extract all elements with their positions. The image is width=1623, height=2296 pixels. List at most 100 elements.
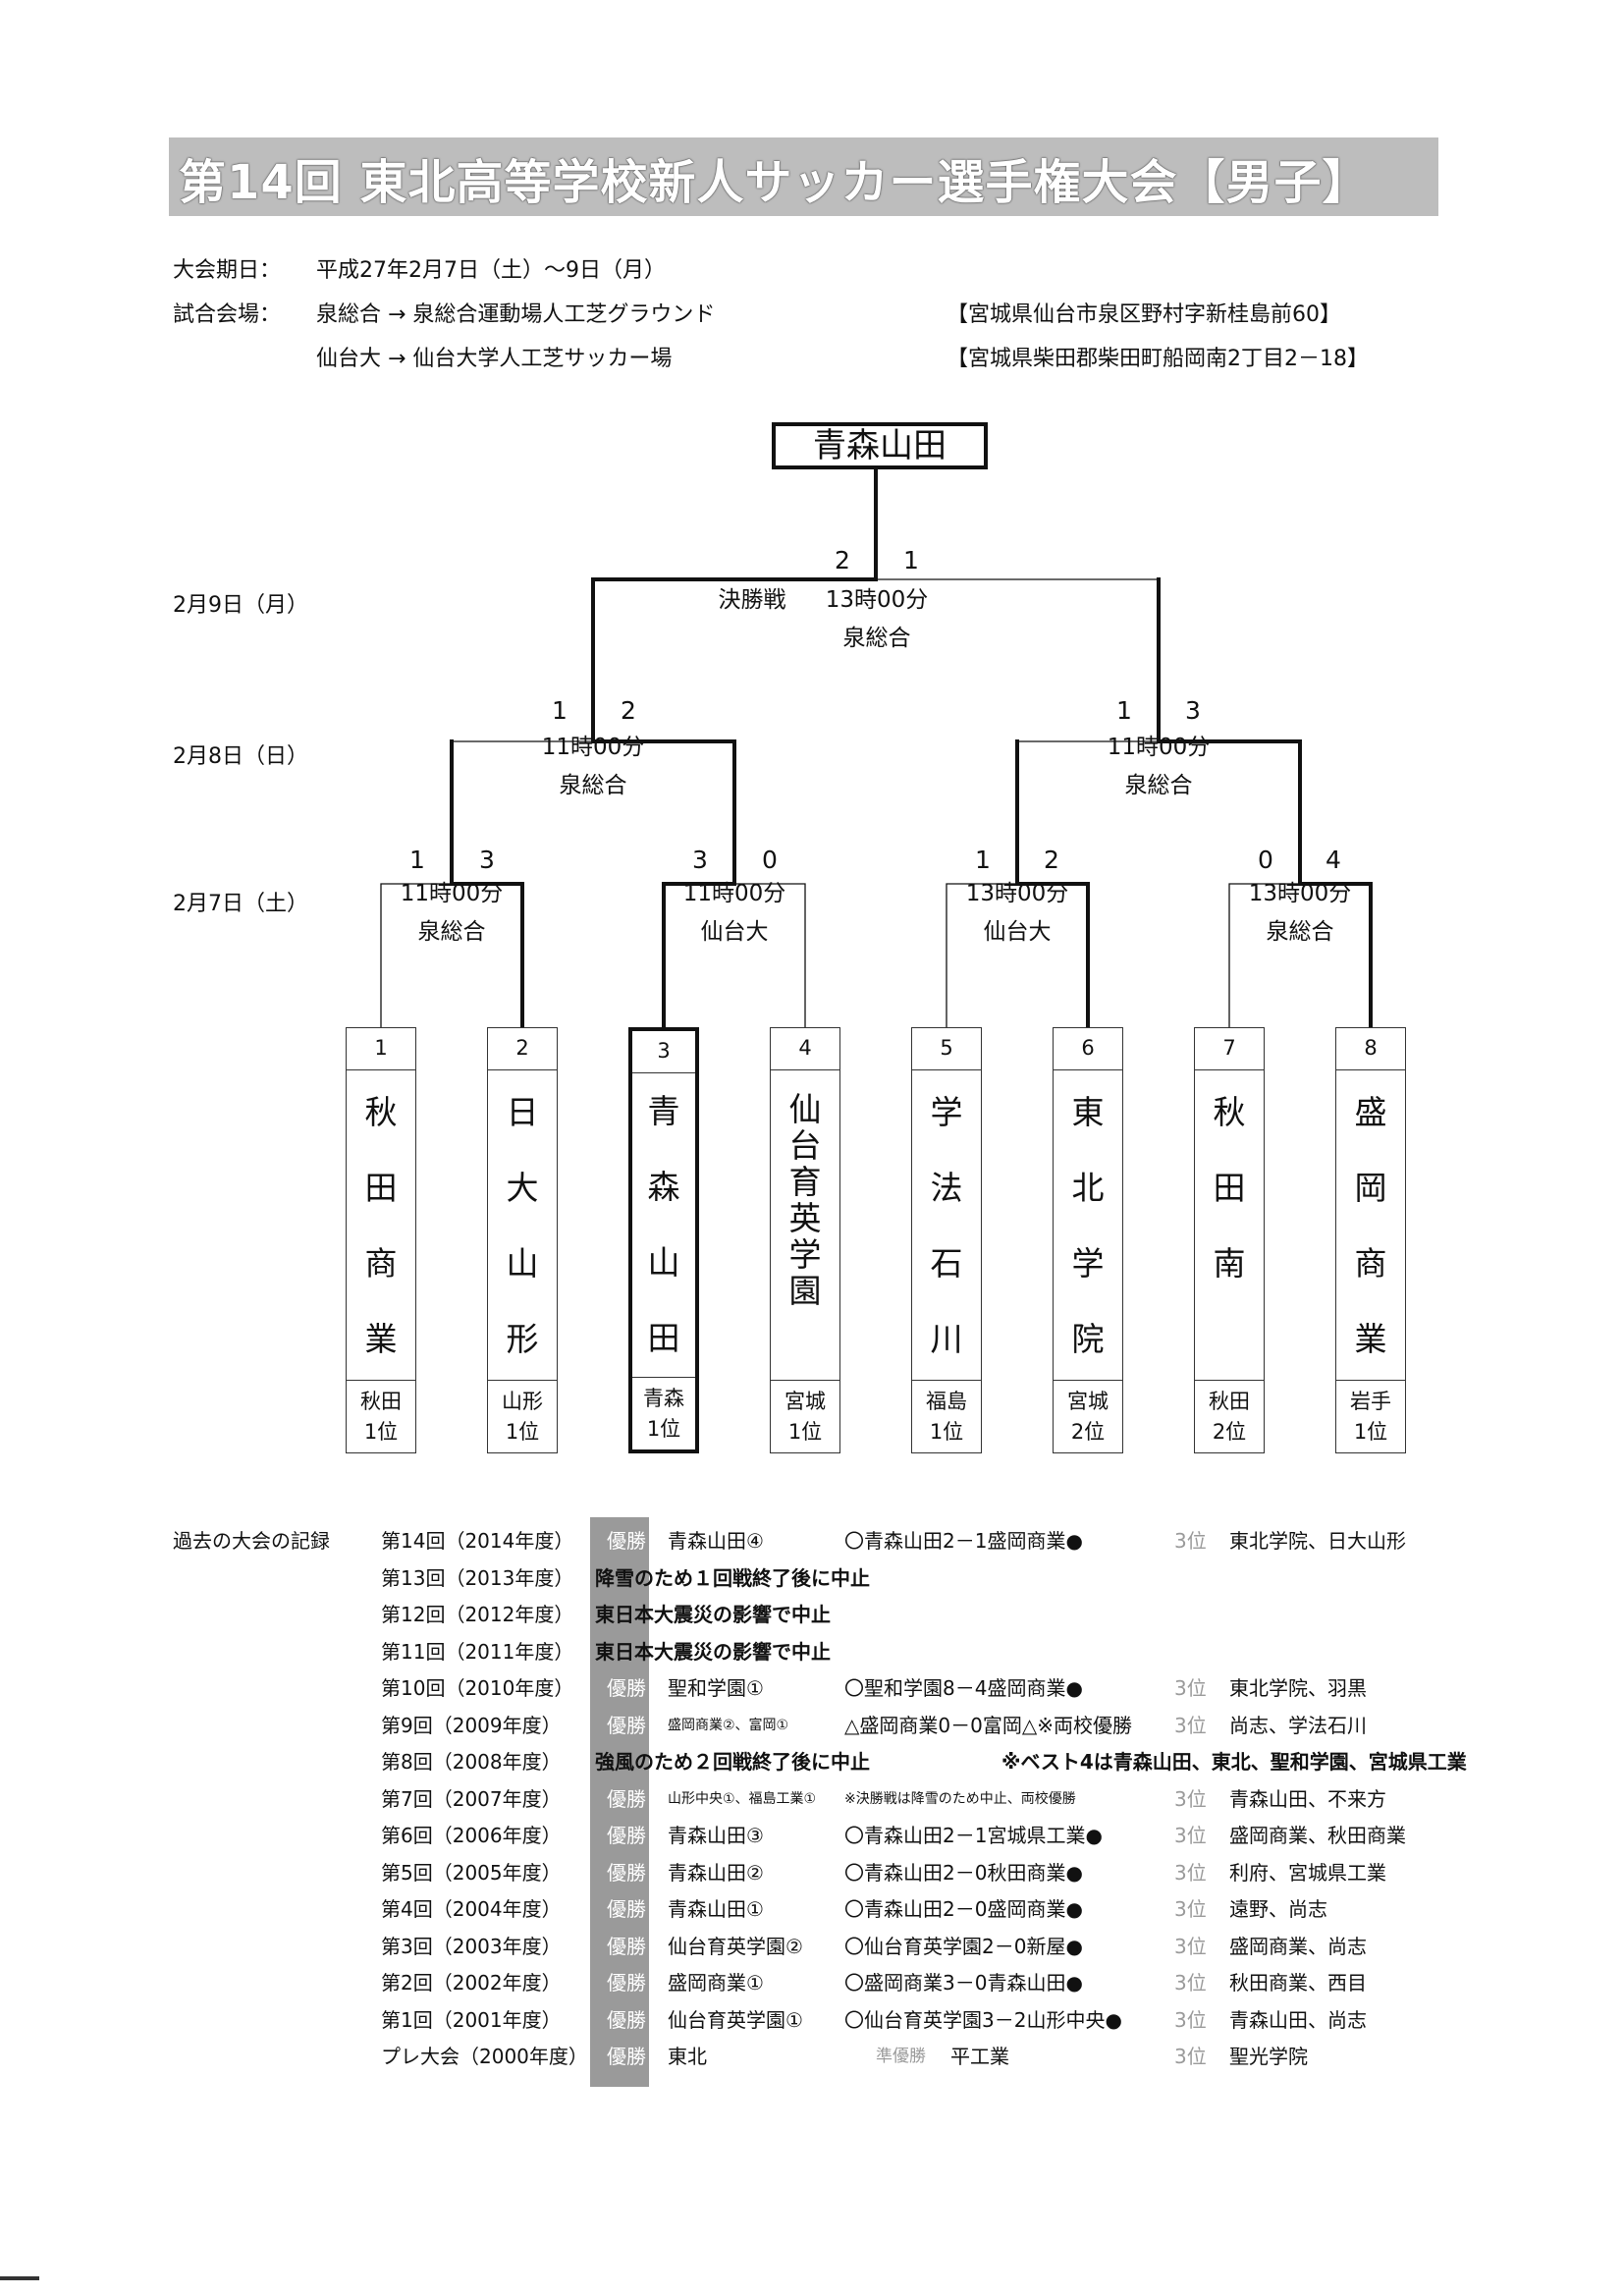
r1-m2-venue: 仙台大 [700,919,769,945]
r1-m1-score-left: 1 [409,846,425,874]
sf1-right [591,577,736,743]
date-semi: 2月8日（日） [173,744,308,769]
history-year: 第11回（2011年度） [381,1640,574,1664]
sf1-time: 11時00分 [541,735,645,760]
winner-badge: 優勝 [607,1897,646,1921]
team-name-char: 田 [1213,1169,1246,1207]
date-final: 2月9日（月） [173,593,308,618]
history-year: 第10回（2010年度） [381,1676,574,1700]
history-third: 聖光学院 [1229,2045,1308,2068]
history-year: 第7回（2007年度） [381,1787,562,1811]
team-box-7: 7 秋 田 南 秋田 2位 [1194,1027,1265,1453]
history-third: 尚志、学法石川 [1229,1714,1367,1737]
history-year: 第13回（2013年度） [381,1566,574,1590]
team-pref-rank: 1位 [505,1420,540,1444]
team-name: 盛 岡 商 業 [1336,1093,1405,1358]
sf2-score-left: 1 [1116,696,1132,725]
venue1-text: 泉総合 → 泉総合運動場人工芝グラウンド [316,302,716,327]
history-year: 第5回（2005年度） [381,1861,562,1885]
r1-m4-left [1228,883,1301,1028]
third-place-label: 3位 [1174,2008,1207,2032]
third-place-label: 3位 [1174,1787,1207,1811]
venue2-address: 【宮城県柴田郡柴田町船岡南2丁目2－18】 [947,347,1369,371]
team-pref-name: 山形 [502,1390,543,1413]
history-label: 過去の大会の記録 [173,1529,330,1553]
third-place-label: 3位 [1174,1529,1207,1553]
team-name-char: 形 [506,1320,539,1358]
history-winner: 盛岡商業②、富岡① [668,1718,789,1733]
history-third: 利府、宮城県工業 [1229,1861,1386,1885]
team-name-char: 北 [1071,1169,1105,1207]
team-name: 秋 田 南 [1195,1093,1264,1283]
history-final: 〇盛岡商業3－0青森山田● [844,1971,1083,1995]
runner-up-team: 平工業 [950,2045,1009,2068]
history-winner: 青森山田① [668,1897,764,1921]
third-place-label: 3位 [1174,1971,1207,1995]
sf2-venue: 泉総合 [1124,773,1193,798]
team-name-char: 森 [647,1168,680,1206]
history-year: プレ大会（2000年度） [381,2045,588,2068]
r1-m4-right [1298,739,1373,1029]
r1-m1-score-right: 3 [479,846,495,874]
date-first: 2月7日（土） [173,892,308,916]
scan-mark [0,2276,39,2280]
history-year: 第1回（2001年度） [381,2008,562,2032]
third-place-label: 3位 [1174,2045,1207,2068]
history-third: 秋田商業、西目 [1229,1971,1367,1995]
history-final: 〇聖和学園8－4盛岡商業● [844,1676,1083,1700]
r1-m2-right [733,883,806,1028]
venue-label: 試合会場： [173,302,282,327]
history-year: 第14回（2014年度） [381,1529,574,1553]
period-label: 大会期日： [173,258,282,283]
team-name-char: 大 [506,1169,539,1207]
team-pref: 山形 1位 [488,1380,557,1452]
r1-m3-right [1015,739,1090,1029]
team-name: 秋 田 商 業 [347,1093,415,1358]
history-third: 盛岡商業、秋田商業 [1229,1824,1406,1847]
history-winner: 山形中央①、福島工業① [668,1791,817,1807]
history-final: 〇青森山田2－0秋田商業● [844,1861,1083,1885]
title-banner [169,137,1438,216]
team-seed: 8 [1336,1028,1405,1070]
team-name-char: 岡 [1354,1169,1387,1207]
team-name-char: 業 [364,1320,398,1358]
history-final: 〇仙台育英学園3－2山形中央● [844,2008,1122,2032]
team-name-char: 業 [1354,1320,1387,1358]
team-name-char: 秋 [364,1093,398,1131]
history-winner: 盛岡商業① [668,1971,764,1995]
team-name-char: 院 [1071,1320,1105,1358]
team-name-char: 山 [647,1243,680,1282]
team-pref-rank: 1位 [363,1420,399,1444]
r1-m3-score-left: 1 [975,846,991,874]
winner-badge: 優勝 [607,1714,646,1737]
team-name: 学 法 石 川 [912,1093,981,1358]
team-name-char: 盛 [1354,1093,1387,1131]
team-name-char: 英 [788,1199,822,1237]
team-pref-rank: 2位 [1212,1420,1247,1444]
team-name-char: 秋 [1213,1093,1246,1131]
third-place-label: 3位 [1174,1861,1207,1885]
venue2-text: 仙台大 → 仙台大学人工芝サッカー場 [316,347,673,371]
r1-m4-score-right: 4 [1325,846,1341,874]
history-winner: 仙台育英学園① [668,2008,803,2032]
team-seed: 7 [1195,1028,1264,1070]
team-pref-name: 秋田 [1209,1390,1250,1413]
final-label: 決勝戦 [718,587,786,613]
third-place-label: 3位 [1174,1824,1207,1847]
team-seed: 2 [488,1028,557,1070]
history-note: 強風のため２回戦終了後に中止 [595,1750,870,1774]
bracket-lines [380,467,1373,1029]
sf1-score-right: 2 [621,696,636,725]
team-pref-name: 宮城 [1067,1390,1109,1413]
team-name-char: 石 [930,1244,963,1283]
r1-m2-left [662,739,736,1029]
team-name-char: 園 [788,1272,822,1310]
